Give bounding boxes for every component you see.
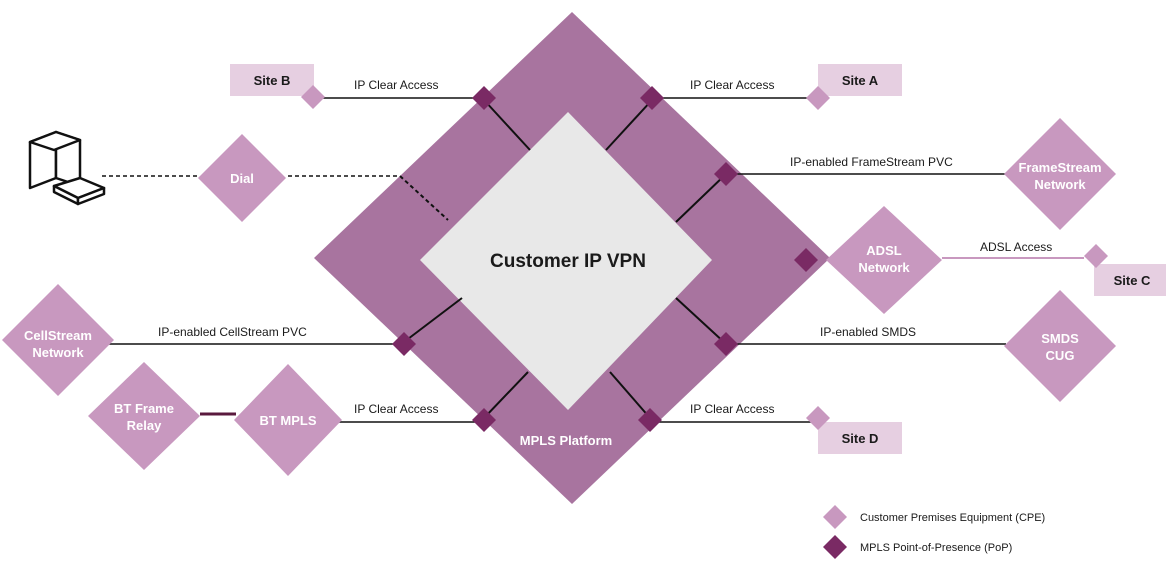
smds-node <box>1004 290 1116 402</box>
connection-lines <box>100 97 1006 423</box>
bt-mpls-node <box>234 364 342 476</box>
legend-pop-label: MPLS Point-of-Presence (PoP) <box>860 542 1012 554</box>
legend-cpe-label: Customer Premises Equipment (CPE) <box>860 512 1045 524</box>
smds-label-line2: CUG <box>1046 348 1075 363</box>
cpe-site-c <box>1084 244 1108 268</box>
cellstream-label-line2: Network <box>32 345 84 360</box>
bt-frame-relay-label-line1: BT Frame <box>114 401 174 416</box>
pop-cellstream <box>392 332 416 356</box>
link-label-site-b: IP Clear Access <box>354 78 438 92</box>
cpe-site-a <box>806 86 830 110</box>
adsl-label-line2: Network <box>858 260 910 275</box>
legend-cpe-icon <box>823 505 847 529</box>
cellstream-label-line1: CellStream <box>24 328 92 343</box>
cpe-markers <box>301 85 1108 430</box>
dial-node <box>198 134 286 222</box>
pop-bt-mpls <box>472 408 496 432</box>
framestream-label-line1: FrameStream <box>1018 160 1101 175</box>
link-label-site-a: IP Clear Access <box>690 78 774 92</box>
core-spokes <box>399 99 727 419</box>
cpe-site-b <box>301 85 325 109</box>
pop-framestream <box>714 162 738 186</box>
cellstream-node <box>2 284 114 396</box>
bt-mpls-label: BT MPLS <box>259 413 316 428</box>
platform-label: MPLS Platform <box>520 433 612 448</box>
customer-ip-vpn-core <box>420 112 712 410</box>
cpe-site-d <box>806 406 830 430</box>
pop-site-b <box>472 86 496 110</box>
site-d-label: Site D <box>842 431 879 446</box>
site-b-label: Site B <box>254 73 291 88</box>
bt-frame-relay-label-line2: Relay <box>127 418 162 433</box>
center-title: Customer IP VPN <box>490 251 646 272</box>
dial-label: Dial <box>230 171 254 186</box>
pop-site-d <box>638 408 662 432</box>
adsl-node <box>826 206 942 314</box>
link-label-framestream: IP-enabled FrameStream PVC <box>790 155 953 169</box>
bt-frame-relay-node <box>88 362 200 470</box>
legend: Customer Premises Equipment (CPE) MPLS P… <box>823 505 1045 559</box>
site-c-box <box>1094 264 1166 296</box>
link-label-adsl: ADSL Access <box>980 240 1052 254</box>
link-label-bt-mpls: IP Clear Access <box>354 402 438 416</box>
site-b-box <box>230 64 314 96</box>
link-label-cellstream: IP-enabled CellStream PVC <box>158 325 307 339</box>
site-d-box <box>818 422 902 454</box>
computer-terminal-icon <box>28 130 106 206</box>
adsl-label-line1: ADSL <box>866 243 901 258</box>
link-label-site-d: IP Clear Access <box>690 402 774 416</box>
legend-pop-icon <box>823 535 847 559</box>
site-c-label: Site C <box>1114 273 1151 288</box>
pop-site-a <box>640 86 664 110</box>
framestream-label-line2: Network <box>1034 177 1086 192</box>
pop-adsl <box>794 248 818 272</box>
site-a-box <box>818 64 902 96</box>
framestream-node <box>1004 118 1116 230</box>
site-a-label: Site A <box>842 73 879 88</box>
smds-label-line1: SMDS <box>1041 331 1079 346</box>
pop-markers <box>392 86 818 432</box>
link-label-smds: IP-enabled SMDS <box>820 325 916 339</box>
pop-smds <box>714 332 738 356</box>
